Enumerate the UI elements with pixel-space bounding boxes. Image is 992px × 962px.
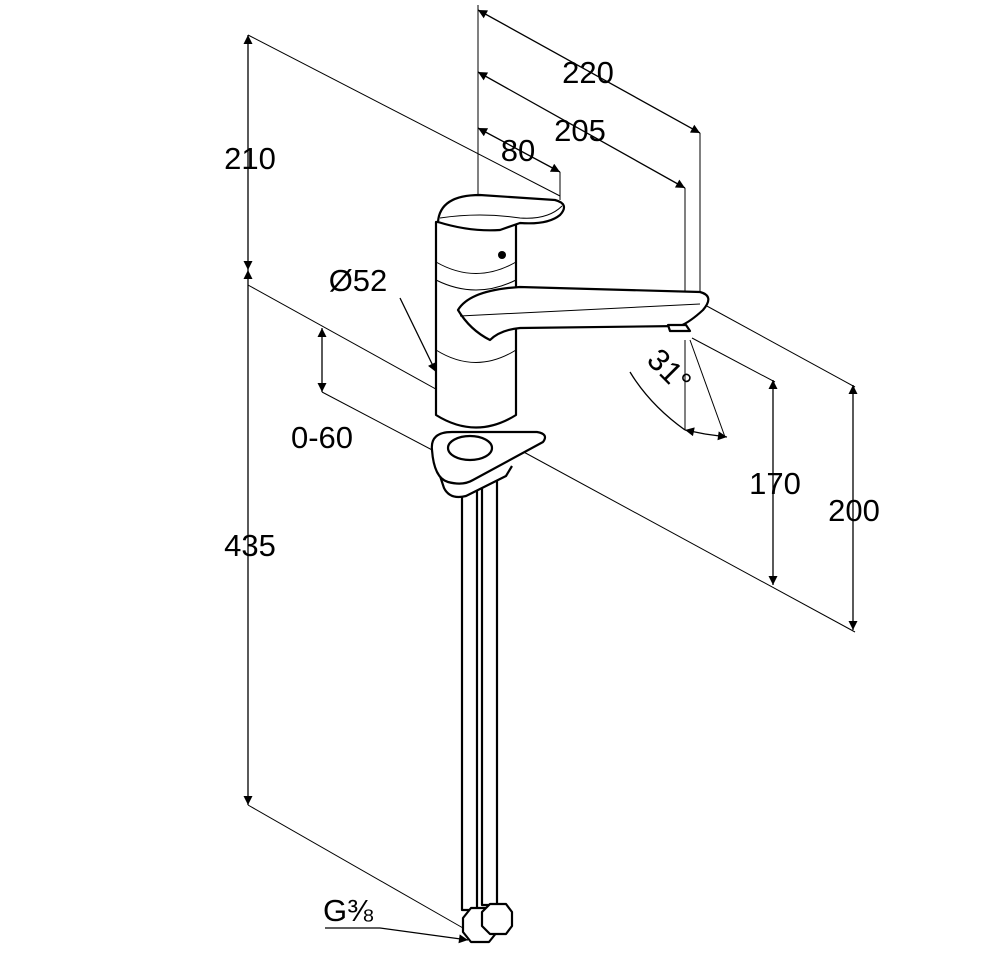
- spout: [456, 285, 710, 342]
- extension-line: [704, 304, 856, 388]
- diameter-leader: [399, 297, 437, 373]
- dim-80-line: [477, 127, 561, 173]
- indicator-dot: [498, 251, 506, 259]
- lever-handle: [436, 193, 566, 232]
- extension-line: [247, 34, 561, 197]
- dim-205-line: [477, 71, 686, 189]
- extension-line: [247, 804, 471, 933]
- angle-arrow: [684, 427, 706, 437]
- dimension-labels: 210 435 220 205 80 Ø52 0-60 31° 170 200 …: [224, 55, 880, 928]
- label-80: 80: [501, 133, 535, 168]
- thread-leader: [325, 927, 469, 944]
- label-31-deg: 31°: [640, 342, 698, 400]
- label-220: 220: [562, 55, 614, 90]
- label-210: 210: [224, 141, 276, 176]
- extension-line: [247, 284, 453, 399]
- label-170: 170: [749, 466, 801, 501]
- nut-right: [480, 902, 514, 936]
- handle-edge: [439, 205, 563, 219]
- label-205: 205: [554, 113, 606, 148]
- label-thread: G⅜: [323, 893, 373, 928]
- extension-line: [519, 449, 856, 633]
- angle-arc: [629, 371, 686, 431]
- label-0-60: 0-60: [291, 420, 353, 455]
- angle-arrow: [704, 431, 728, 441]
- base-hole: [446, 434, 494, 462]
- hose-left: [460, 478, 479, 912]
- spout-edge: [459, 303, 701, 317]
- faucet: [430, 193, 710, 944]
- body-ring: [435, 261, 517, 274]
- body-ring: [435, 349, 517, 363]
- aerator: [666, 323, 692, 333]
- extension-line: [691, 337, 776, 383]
- label-200: 200: [828, 493, 880, 528]
- label-435: 435: [224, 528, 276, 563]
- hose-right: [480, 478, 499, 907]
- dimension-lines: [243, 5, 858, 944]
- body-ring: [435, 279, 517, 291]
- label-diameter: Ø52: [329, 263, 388, 298]
- angle-extension: [689, 339, 726, 438]
